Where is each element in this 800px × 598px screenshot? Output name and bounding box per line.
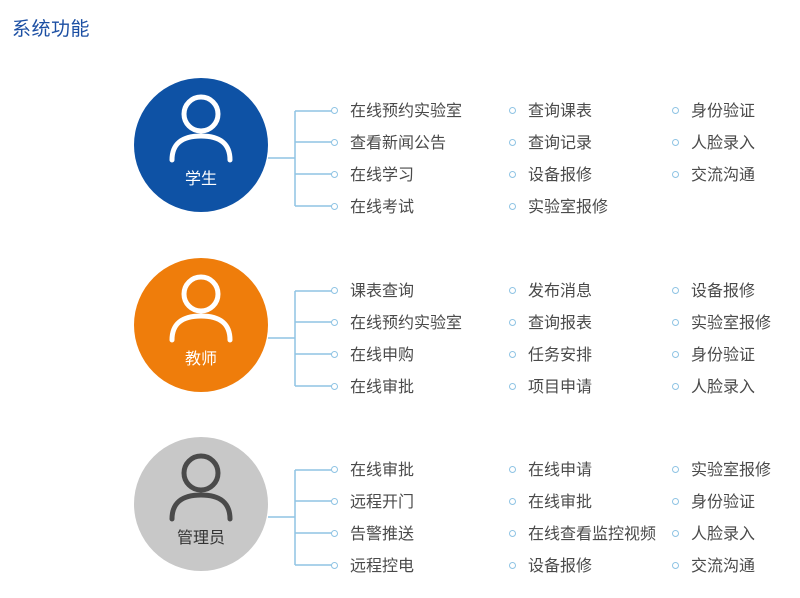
user-outline-icon bbox=[169, 274, 233, 343]
connector-bracket bbox=[268, 290, 332, 387]
bullet-dot-icon bbox=[509, 351, 516, 358]
bullet-dot-icon bbox=[331, 107, 338, 114]
bullet-dot-icon bbox=[331, 498, 338, 505]
bullet-dot-icon bbox=[672, 171, 679, 178]
role-block-admin: 管理员 在线审批 远程开门 告警推送 远程控电 在线申请 在线审批 在线查看监控… bbox=[0, 437, 800, 577]
role-name: 学生 bbox=[184, 169, 217, 188]
bullet-dot-icon bbox=[509, 171, 516, 178]
bullet-dot-icon bbox=[672, 530, 679, 537]
bullet-dot-icon bbox=[672, 107, 679, 114]
bullet-dot-icon bbox=[672, 319, 679, 326]
role-name: 管理员 bbox=[176, 528, 225, 547]
bullet-dot-icon bbox=[672, 139, 679, 146]
bullet-dot-icon bbox=[509, 383, 516, 390]
bullet-dot-icon bbox=[331, 351, 338, 358]
bullet-dot-icon bbox=[331, 171, 338, 178]
user-outline-icon bbox=[169, 94, 233, 163]
bullet-dot-icon bbox=[331, 139, 338, 146]
bullet-dot-icon bbox=[331, 530, 338, 537]
bullet-dot-icon bbox=[509, 203, 516, 210]
page-title: 系统功能 bbox=[12, 18, 91, 40]
role-block-teacher: 教师 课表查询 在线预约实验室 在线申购 在线审批 发布消息 查询报表 任务安排… bbox=[0, 258, 800, 398]
connector-bracket bbox=[268, 110, 332, 207]
bullet-dot-icon bbox=[672, 287, 679, 294]
bullet-dot-icon bbox=[509, 287, 516, 294]
role-circle: 学生 bbox=[134, 78, 268, 212]
bullet-dot-icon bbox=[509, 139, 516, 146]
bullet-dot-icon bbox=[331, 319, 338, 326]
bullet-dot-icon bbox=[331, 203, 338, 210]
user-outline-icon bbox=[169, 453, 233, 522]
bullet-dot-icon bbox=[331, 287, 338, 294]
bullet-dot-icon bbox=[509, 562, 516, 569]
bullet-dot-icon bbox=[672, 351, 679, 358]
bullet-dot-icon bbox=[331, 383, 338, 390]
connector-bracket bbox=[268, 469, 332, 566]
bullet-dot-icon bbox=[672, 383, 679, 390]
bullet-dot-icon bbox=[672, 498, 679, 505]
bullet-dot-icon bbox=[509, 466, 516, 473]
bullet-dot-icon bbox=[509, 498, 516, 505]
bullet-dot-icon bbox=[509, 530, 516, 537]
bullet-dot-icon bbox=[509, 107, 516, 114]
role-name: 教师 bbox=[184, 349, 217, 368]
bullet-dot-icon bbox=[672, 466, 679, 473]
role-circle: 管理员 bbox=[134, 437, 268, 571]
role-circle: 教师 bbox=[134, 258, 268, 392]
bullet-dot-icon bbox=[672, 562, 679, 569]
bullet-dot-icon bbox=[331, 466, 338, 473]
bullet-dot-icon bbox=[331, 562, 338, 569]
role-block-student: 学生 在线预约实验室 查看新闻公告 在线学习 在线考试 查询课表 查询记录 设备… bbox=[0, 78, 800, 218]
bullet-dot-icon bbox=[509, 319, 516, 326]
